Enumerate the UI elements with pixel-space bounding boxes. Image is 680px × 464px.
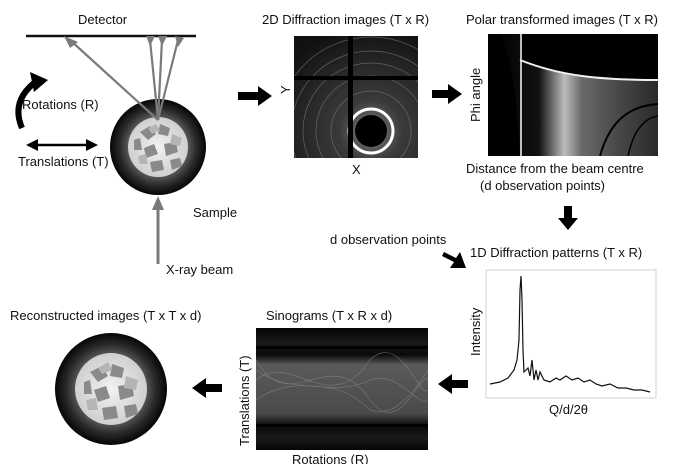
experiment-setup: Detector X-ray beam	[15, 12, 237, 277]
sino-rotations-label: Rotations (R)	[292, 452, 369, 464]
phi-angle-label: Phi angle	[468, 68, 483, 122]
reconstructed-panel: Reconstructed images (T x T x d)	[10, 308, 201, 445]
polar-panel: Polar transformed images (T x R) Phi ang…	[466, 12, 658, 193]
diffracted-rays	[69, 39, 180, 121]
flow-arrow-3	[558, 206, 578, 230]
xray-beam-label: X-ray beam	[166, 262, 233, 277]
rotations-label: Rotations (R)	[22, 97, 99, 112]
intensity-label: Intensity	[468, 307, 483, 356]
axis-x-label: X	[352, 162, 361, 177]
flow-arrow-4	[442, 252, 466, 268]
translations-label: Translations (T)	[18, 154, 109, 169]
distance-label-line1: Distance from the beam centre	[466, 161, 644, 176]
diffraction-1d-curve	[489, 275, 651, 393]
axis-y-label: Y	[278, 85, 293, 94]
translation-arrow-icon	[26, 139, 98, 151]
xray-beam-arrowhead	[152, 196, 164, 210]
diffraction-1d-panel: d observation points 1D Diffraction patt…	[330, 232, 657, 417]
polar-title: Polar transformed images (T x R)	[466, 12, 658, 27]
diffraction-2d-title: 2D Diffraction images (T x R)	[262, 12, 429, 27]
sinograms-panel: Sinograms (T x R x d) Translations (T) R…	[237, 308, 429, 464]
reconstructed-disk	[55, 333, 167, 445]
sino-translations-label: Translations (T)	[237, 355, 252, 446]
diffraction-1d-title: 1D Diffraction patterns (T x R)	[470, 245, 642, 260]
flow-arrow-5	[438, 374, 468, 394]
reconstructed-title: Reconstructed images (T x T x d)	[10, 308, 201, 323]
flow-arrow-2	[432, 84, 462, 104]
sample-label: Sample	[193, 205, 237, 220]
distance-label-line2: (d observation points)	[480, 178, 605, 193]
q-axis-label: Q/d/2θ	[549, 402, 588, 417]
rotation-arrow-icon	[15, 72, 48, 130]
detector-label: Detector	[78, 12, 128, 27]
sample-disk	[110, 99, 206, 195]
d-observation-label: d observation points	[330, 232, 447, 247]
flow-arrow-1	[238, 86, 272, 106]
flow-arrow-6	[192, 378, 222, 398]
sinograms-title: Sinograms (T x R x d)	[266, 308, 392, 323]
diffraction-2d-panel: 2D Diffraction images (T x R) Y X	[262, 12, 429, 177]
